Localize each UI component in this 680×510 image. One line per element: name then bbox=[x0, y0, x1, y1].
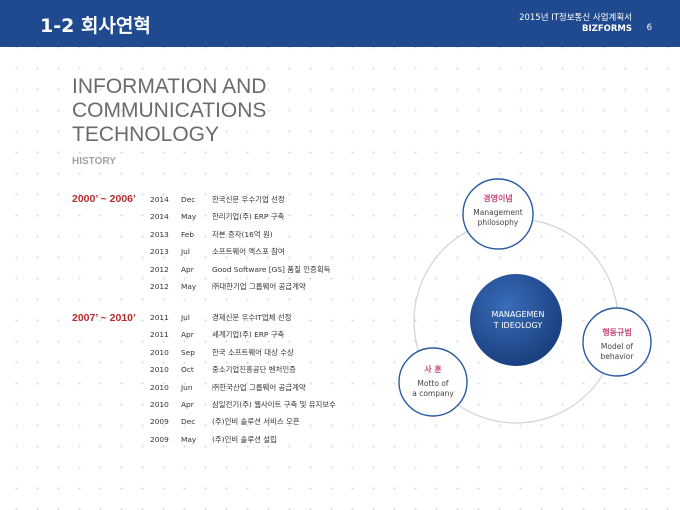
node-right-line-1: Model of bbox=[600, 342, 634, 351]
history-year: 2010 bbox=[150, 347, 169, 357]
history-event: 소프트웨어 엑스포 참여 bbox=[212, 247, 285, 257]
history-year: 2011 bbox=[150, 330, 169, 340]
history-year: 2012 bbox=[150, 264, 169, 274]
history-event: 한국 소프트웨어 대상 수상 bbox=[212, 347, 294, 357]
history-row: 2014 May 한리기업(주) ERP 구축 bbox=[150, 211, 330, 228]
history-row: 2011 Apr 세계기업(주) ERP 구축 bbox=[150, 329, 336, 346]
history-event: 한국신문 우수기업 선정 bbox=[212, 195, 285, 204]
node-left-title: 사 훈 bbox=[424, 365, 442, 374]
history-year: 2013 bbox=[150, 229, 169, 239]
document-title: 2015년 IT정보통신 사업계획서 bbox=[519, 13, 632, 23]
history-row: 2010 Sep 한국 소프트웨어 대상 수상 bbox=[150, 347, 336, 364]
center-label-line-1: MANAGEMEN bbox=[491, 310, 545, 319]
history-year: 2011 bbox=[150, 313, 169, 322]
history-year: 2010 bbox=[150, 399, 169, 409]
history-row: 2010 Apr 삼일전기(주) 웹사이트 구축 및 유지보수 bbox=[150, 399, 336, 416]
page-number: 6 bbox=[646, 23, 652, 33]
node-circle-left bbox=[398, 347, 468, 417]
node-right-title: 행동규범 bbox=[602, 328, 632, 337]
period-label-1: 2000’ ~ 2006’ bbox=[72, 193, 136, 205]
history-row: 2010 Jun ㈜한국산업 그룹웨어 공급계약 bbox=[150, 382, 336, 399]
history-row: 2014 Dec 한국신문 우수기업 선정 bbox=[150, 194, 330, 211]
header-bar: 1-2 회사연혁 2015년 IT정보통신 사업계획서 BIZFORMS 6 bbox=[0, 0, 680, 47]
history-year: 2010 bbox=[150, 365, 169, 375]
node-right: 행동규범 Model of behavior bbox=[583, 328, 651, 362]
heading-line-1: INFORMATION AND bbox=[72, 75, 267, 98]
history-month: Jul bbox=[181, 247, 190, 257]
history-month: Apr bbox=[181, 264, 194, 274]
node-left-line-1: Motto of bbox=[417, 379, 449, 388]
history-event: Good Software [GS] 품질 인증획득 bbox=[212, 264, 331, 274]
history-event: 삼일전기(주) 웹사이트 구축 및 유지보수 bbox=[212, 399, 336, 409]
node-top-line-1: Management bbox=[473, 208, 523, 217]
period-label-2: 2007’ ~ 2010’ bbox=[72, 312, 136, 324]
history-row: 2010 Oct 중소기업진흥공단 벤처인증 bbox=[150, 364, 336, 381]
history-month: May bbox=[181, 281, 197, 291]
node-top-title: 경영이념 bbox=[483, 194, 513, 203]
brand-name: BIZFORMS bbox=[582, 24, 632, 34]
history-month: May bbox=[181, 434, 197, 444]
history-event: ㈜대한기업 그룹웨어 공급계약 bbox=[212, 281, 306, 291]
history-month: Apr bbox=[181, 330, 194, 340]
history-year: 2009 bbox=[150, 434, 169, 444]
history-month: Dec bbox=[181, 417, 196, 427]
history-month: Apr bbox=[181, 399, 194, 409]
history-year: 2014 bbox=[150, 212, 169, 222]
section-heading: INFORMATION AND COMMUNICATIONS TECHNOLOG… bbox=[72, 75, 266, 147]
history-row: 2013 Feb 자본 증자(16억 원) bbox=[150, 229, 330, 246]
history-year: 2012 bbox=[150, 281, 169, 291]
history-month: Sep bbox=[181, 347, 195, 357]
history-event: 세계기업(주) ERP 구축 bbox=[212, 330, 285, 340]
node-left-line-2: a company bbox=[412, 389, 454, 398]
history-event: ㈜한국산업 그룹웨어 공급계약 bbox=[212, 382, 306, 392]
history-event: (주)인비 솔루션 서비스 오픈 bbox=[212, 417, 300, 427]
history-month: Feb bbox=[181, 229, 195, 239]
node-circle-top bbox=[462, 178, 534, 250]
history-event: 경제신문 우수IT업체 선정 bbox=[212, 313, 292, 322]
history-year: 2013 bbox=[150, 247, 169, 257]
history-row: 2009 Dec (주)인비 솔루션 서비스 오픈 bbox=[150, 416, 336, 433]
node-top: 경영이념 Management philosophy bbox=[463, 194, 533, 228]
history-event: (주)인비 솔루션 설립 bbox=[212, 434, 277, 444]
history-year: 2009 bbox=[150, 417, 169, 427]
history-year: 2014 bbox=[150, 195, 169, 204]
history-month: Dec bbox=[181, 195, 196, 204]
history-month: Jun bbox=[181, 382, 193, 392]
history-event: 한리기업(주) ERP 구축 bbox=[212, 212, 285, 222]
center-label-line-2: T IDEOLOGY bbox=[493, 321, 543, 330]
node-circle-right bbox=[582, 307, 652, 377]
section-subtitle: HISTORY bbox=[72, 156, 116, 167]
history-row: 2009 May (주)인비 솔루션 설립 bbox=[150, 434, 336, 451]
history-row: 2013 Jul 소프트웨어 엑스포 참여 bbox=[150, 246, 330, 263]
node-right-line-2: behavior bbox=[600, 352, 634, 361]
heading-line-3: TECHNOLOGY bbox=[72, 123, 220, 146]
history-month: Oct bbox=[181, 365, 194, 375]
history-month: Jul bbox=[181, 313, 190, 322]
history-year: 2010 bbox=[150, 382, 169, 392]
node-top-line-2: philosophy bbox=[477, 218, 519, 227]
center-circle bbox=[470, 274, 562, 366]
history-event: 중소기업진흥공단 벤처인증 bbox=[212, 365, 296, 375]
center-label: MANAGEMEN T IDEOLOGY bbox=[478, 309, 558, 331]
history-row: 2012 Apr Good Software [GS] 품질 인증획득 bbox=[150, 264, 330, 281]
history-row: 2011 Jul 경제신문 우수IT업체 선정 bbox=[150, 312, 336, 329]
heading-line-2: COMMUNICATIONS bbox=[72, 99, 267, 122]
document-info: 2015년 IT정보통신 사업계획서 BIZFORMS bbox=[519, 13, 632, 35]
history-event: 자본 증자(16억 원) bbox=[212, 229, 273, 239]
history-row: 2012 May ㈜대한기업 그룹웨어 공급계약 bbox=[150, 281, 330, 298]
page-title: 1-2 회사연혁 bbox=[40, 15, 151, 37]
history-month: May bbox=[181, 212, 197, 222]
node-left: 사 훈 Motto of a company bbox=[399, 365, 467, 399]
